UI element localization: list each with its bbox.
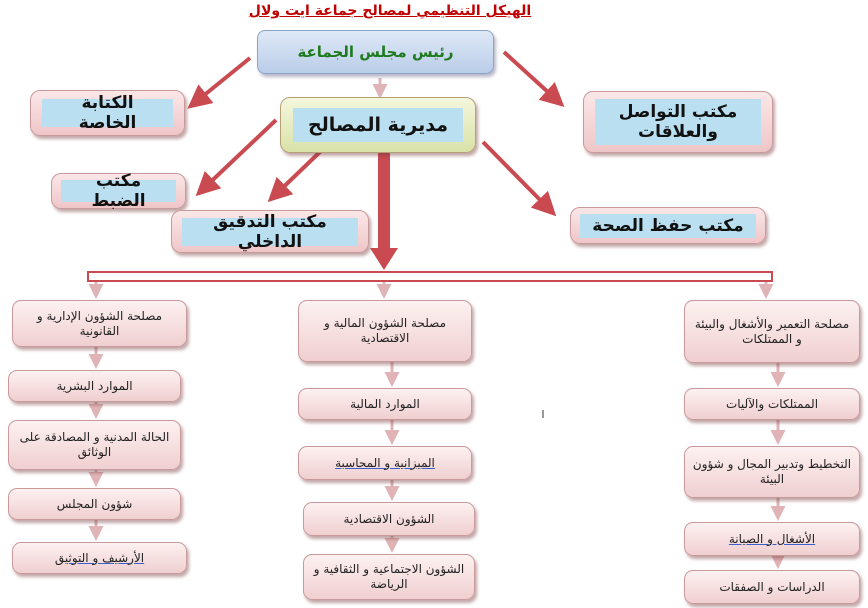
admin-sub-4: الأرشيف و التوثيق: [12, 542, 187, 574]
admin-sub-3: شؤون المجلس: [8, 488, 181, 520]
service-admin: مصلحة الشؤون الإدارية و القانونية: [12, 300, 187, 347]
admin-sub-1-label: الموارد البشرية: [56, 378, 133, 393]
health-office-label: مكتب حفظ الصحة: [580, 213, 756, 238]
service-finance-title: مصلحة الشؤون المالية و الاقتصادية: [323, 316, 447, 345]
control-office-label: مكتب الضبط: [61, 171, 176, 211]
directorate-box: مديرية المصالح: [280, 97, 476, 153]
president-box: رئيس مجلس الجماعة: [257, 30, 494, 74]
private-secretariat-label: الكتابة الخاصة: [42, 93, 173, 133]
planning-sub-2-label: التخطيط وتدبير المجال و شؤون البيئة: [692, 457, 852, 486]
arrow-to-health-office: [481, 140, 557, 217]
service-drops: [88, 282, 774, 299]
planning-sub-1-label: الممتلكات والآليات: [725, 396, 819, 411]
finance-sub-1: الموارد المالية: [298, 388, 472, 420]
horizontal-bus: [87, 271, 773, 282]
finance-sub-2-label: الميزانية و المحاسبة: [335, 455, 435, 470]
main-trunk: [378, 152, 390, 252]
health-office-box: مكتب حفظ الصحة: [570, 207, 766, 244]
admin-sub-2-label: الحالة المدنية و المصادقة على الوثائق: [19, 430, 170, 459]
internal-audit-box: مكتب التدقيق الداخلي: [171, 210, 369, 253]
communication-office-box: مكتب التواصل والعلاقات: [583, 91, 773, 153]
private-secretariat-box: الكتابة الخاصة: [30, 90, 185, 136]
planning-sub-4-label: الدراسات و الصفقات: [719, 579, 825, 594]
planning-sub-3-label: الأشغال و الصيانة: [728, 531, 816, 546]
admin-sub-2: الحالة المدنية و المصادقة على الوثائق: [8, 420, 181, 470]
finance-sub-3-label: الشؤون الاقتصادية: [343, 511, 435, 526]
admin-sub-4-label: الأرشيف و التوثيق: [54, 550, 145, 565]
internal-audit-label: مكتب التدقيق الداخلي: [182, 212, 358, 252]
service-planning-title: مصلحة التعمير والأشغال والبيئة و الممتلك…: [694, 316, 850, 346]
top-arrows: [187, 50, 565, 217]
finance-sub-3: الشؤون الاقتصادية: [303, 502, 475, 536]
planning-sub-3: الأشغال و الصيانة: [684, 522, 860, 556]
finance-sub-4: الشؤون الاجتماعية و الثقافية و الرياضة: [303, 554, 475, 600]
admin-sub-3-label: شؤون المجلس: [56, 496, 133, 511]
finance-sub-1-label: الموارد المالية: [350, 396, 420, 411]
service-finance: مصلحة الشؤون المالية و الاقتصادية: [298, 300, 472, 362]
sub-connectors: [88, 347, 786, 569]
service-planning: مصلحة التعمير والأشغال والبيئة و الممتلك…: [684, 300, 860, 363]
admin-sub-1: الموارد البشرية: [8, 370, 181, 402]
arrow-to-internal-audit: [267, 148, 324, 203]
communication-office-label: مكتب التواصل والعلاقات: [595, 99, 761, 145]
planning-sub-2: التخطيط وتدبير المجال و شؤون البيئة: [684, 446, 860, 498]
planning-sub-4: الدراسات و الصفقات: [684, 570, 860, 604]
chart-title: الهيكل التنظيمي لمصالح جماعة ايت ولال: [248, 3, 532, 19]
planning-sub-1: الممتلكات والآليات: [684, 388, 860, 420]
arrow-to-private-secretariat: [187, 56, 252, 109]
control-office-box: مكتب الضبط: [51, 171, 186, 211]
arrow-to-control-office: [195, 118, 278, 197]
president-label: رئيس مجلس الجماعة: [297, 43, 454, 61]
finance-sub-2: الميزانية و المحاسبة: [298, 446, 472, 480]
main-trunk-head: [370, 248, 398, 270]
finance-sub-4-label: الشؤون الاجتماعية و الثقافية و الرياضة: [313, 562, 465, 591]
arrow-to-communication-office: [502, 50, 565, 108]
service-admin-title: مصلحة الشؤون الإدارية و القانونية: [36, 308, 163, 338]
directorate-label: مديرية المصالح: [293, 108, 463, 142]
